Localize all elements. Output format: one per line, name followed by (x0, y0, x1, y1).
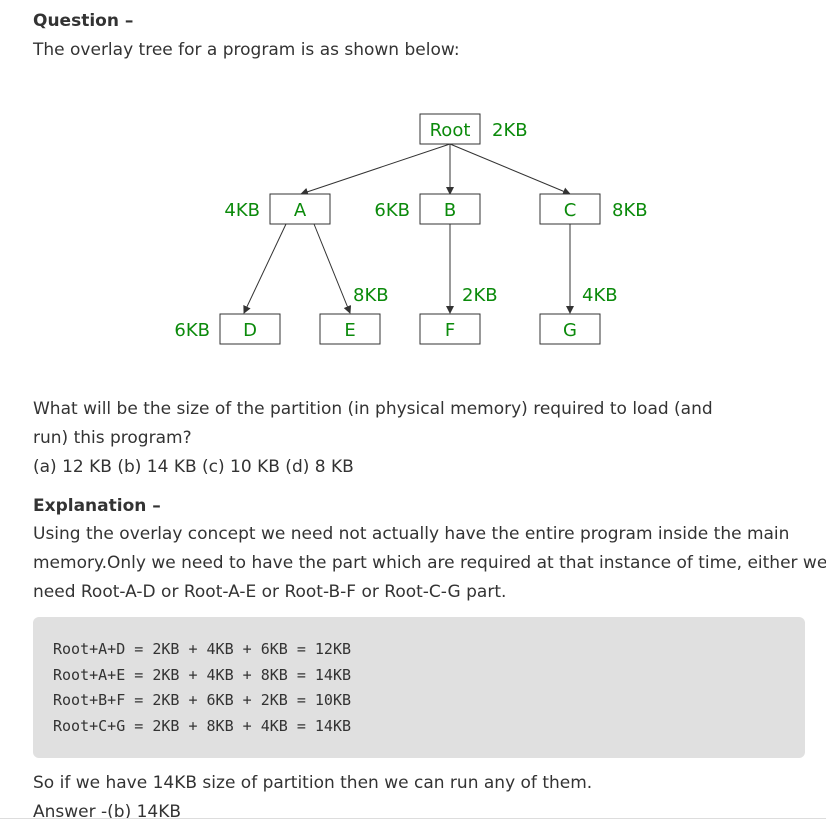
edge-a-d (243, 223, 287, 314)
node-d-box (219, 313, 281, 345)
node-root-box (419, 113, 481, 145)
node-f-label: F (445, 320, 455, 341)
node-a-size: 4KB (224, 200, 260, 221)
explanation-line2: memory.Only we need to have the part whi… (33, 553, 826, 573)
node-c-label: C (564, 200, 577, 221)
question-options: (a) 12 KB (b) 14 KB (c) 10 KB (d) 8 KB (33, 457, 354, 477)
explanation-heading: Explanation – (33, 496, 161, 516)
question-intro: The overlay tree for a program is as sho… (33, 40, 460, 60)
node-d-size: 6KB (174, 320, 210, 341)
divider (0, 818, 826, 819)
node-f-box (419, 313, 481, 345)
node-a-box (269, 193, 331, 225)
code-line: Root+A+D = 2KB + 4KB + 6KB = 12KB (53, 640, 352, 658)
node-g-size: 4KB (582, 285, 618, 306)
explanation-answer: Answer -(b) 14KB (33, 802, 182, 822)
node-g-box (539, 313, 601, 345)
code-line: Root+A+E = 2KB + 4KB + 8KB = 14KB (53, 666, 352, 684)
edge-root-a (300, 143, 451, 196)
node-f-size: 2KB (462, 285, 498, 306)
question-prompt-line1: What will be the size of the partition (… (33, 399, 713, 419)
node-e-box (319, 313, 381, 345)
node-e-label: E (344, 320, 355, 341)
node-b-size: 6KB (374, 200, 410, 221)
edge-root-c (449, 143, 571, 195)
question-heading: Question – (33, 11, 134, 31)
node-d-label: D (243, 320, 257, 341)
node-c-box (539, 193, 601, 225)
explanation-line1: Using the overlay concept we need not ac… (33, 524, 790, 544)
code-line: Root+B+F = 2KB + 6KB + 2KB = 10KB (53, 691, 352, 709)
node-root-label: Root (430, 120, 471, 141)
explanation-line3: need Root-A-D or Root-A-E or Root-B-F or… (33, 582, 507, 602)
overlay-tree-svg: Root 2KB A 4KB B 6KB C 8KB D 6KB E 8KB (174, 113, 648, 345)
node-e-size: 8KB (353, 285, 389, 306)
question-prompt-line2: run) this program? (33, 428, 192, 448)
code-line: Root+C+G = 2KB + 8KB + 4KB = 14KB (53, 717, 352, 735)
node-b-label: B (444, 200, 456, 221)
explanation-conclusion: So if we have 14KB size of partition the… (33, 773, 593, 793)
code-block: Root+A+D = 2KB + 4KB + 6KB = 12KB Root+A… (33, 617, 805, 758)
node-b-box (419, 193, 481, 225)
node-c-size: 8KB (612, 200, 648, 221)
edge-a-e (313, 223, 352, 314)
overlay-tree-diagram: Root 2KB A 4KB B 6KB C 8KB D 6KB E 8KB (0, 100, 826, 360)
node-a-label: A (294, 200, 307, 221)
node-root-size: 2KB (492, 120, 528, 141)
node-g-label: G (563, 320, 577, 341)
